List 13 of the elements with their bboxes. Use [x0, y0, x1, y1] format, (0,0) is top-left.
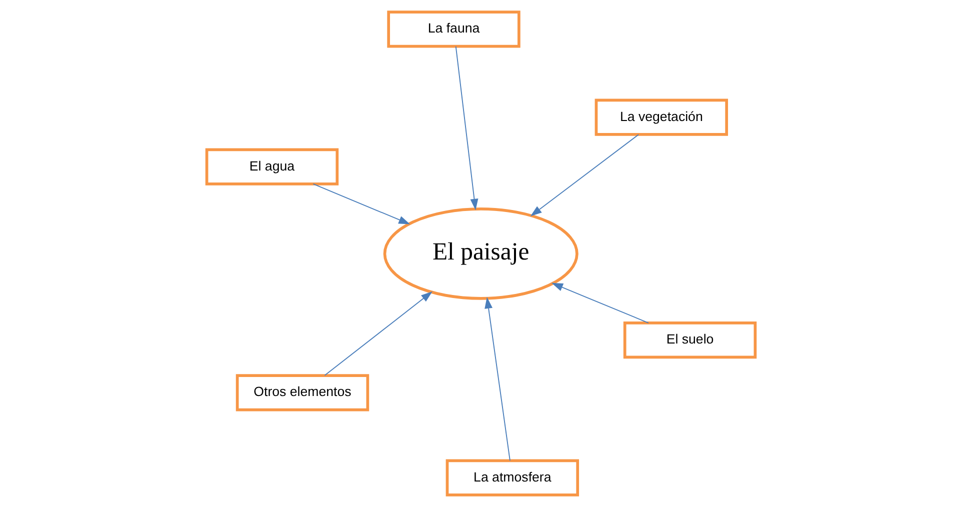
node-box: Otros elementos	[236, 374, 370, 412]
arrow	[552, 282, 649, 324]
arrow	[324, 291, 432, 376]
node-box: El agua	[205, 148, 339, 186]
arrow	[530, 134, 640, 216]
node-box: La fauna	[387, 10, 520, 48]
arrow	[312, 184, 410, 224]
arrow	[455, 46, 478, 210]
node-ellipse: El paisaje	[383, 208, 578, 300]
node-box: El suelo	[623, 322, 757, 359]
node-box: La atmosfera	[446, 459, 580, 496]
arrow	[484, 297, 510, 462]
node-box: La vegetación	[594, 98, 728, 136]
